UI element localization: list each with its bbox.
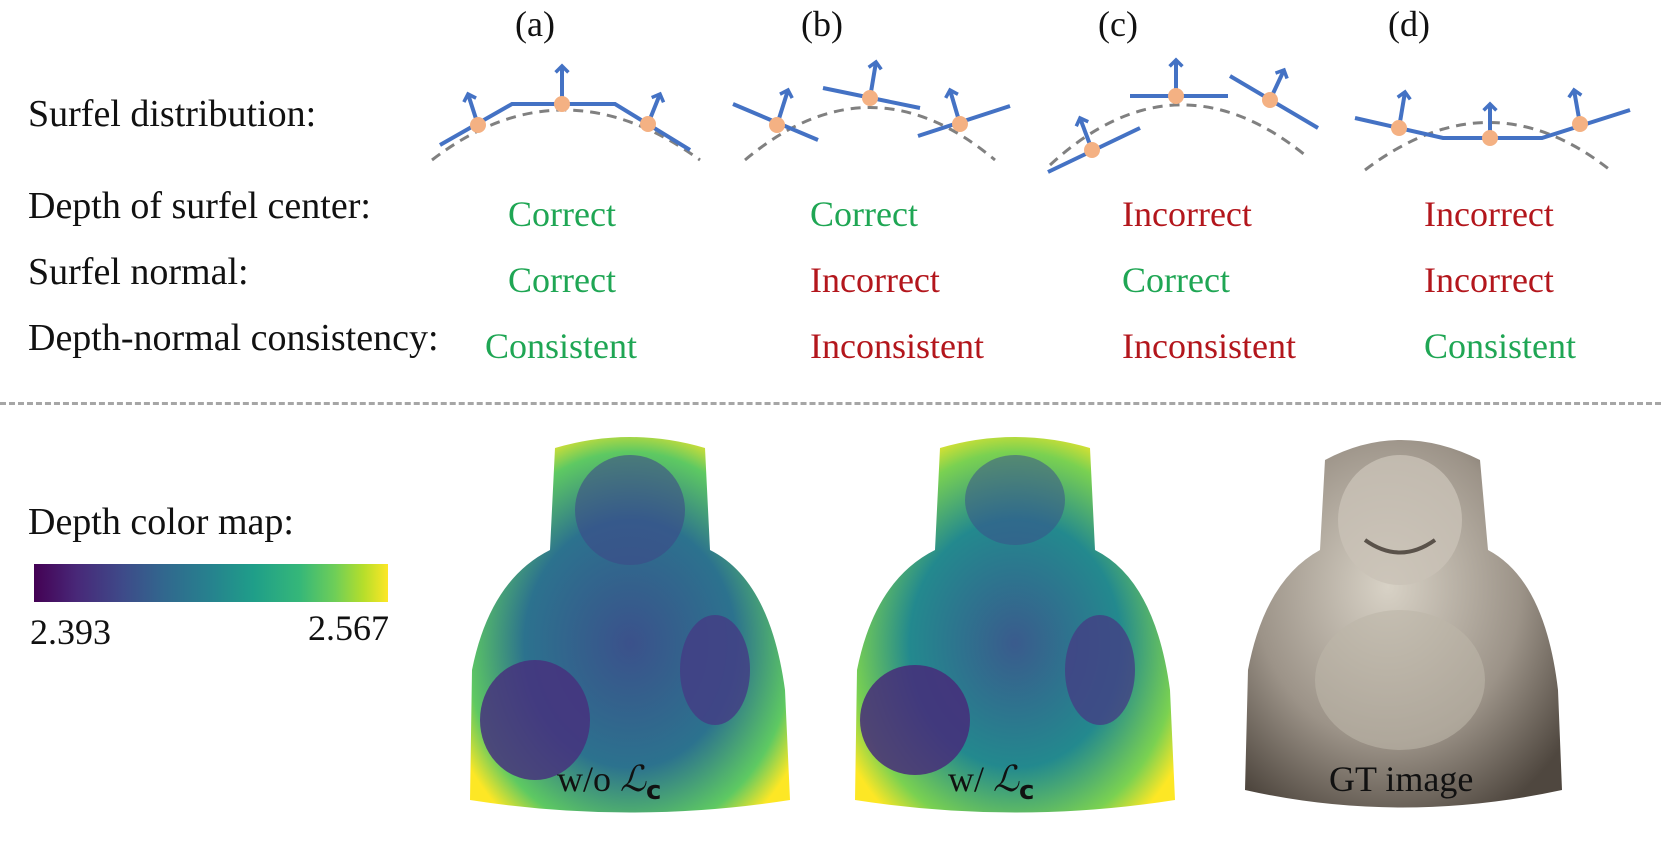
panel-label-a: (a) <box>515 4 555 44</box>
caption-without-text: w/o <box>557 759 620 799</box>
surfel-diagram-d <box>1354 87 1631 172</box>
depth-map-with-loss <box>855 437 1175 813</box>
surfel-diagrams <box>431 57 1631 174</box>
depth-colorbar <box>34 564 388 602</box>
section-divider <box>0 402 1661 405</box>
panel-label-d: (d) <box>1388 4 1430 44</box>
row-label-surfel-distribution: Surfel distribution: <box>28 93 317 135</box>
panel-label-b: (b) <box>801 4 843 44</box>
depth-map-without-loss <box>470 437 790 813</box>
caption-with-loss: w/ ℒc <box>948 757 1035 806</box>
surfel-diagram-c <box>1047 57 1320 174</box>
panel-label-c: (c) <box>1098 4 1138 44</box>
colormap-label: Depth color map: <box>28 501 294 543</box>
status-a-consistency: Consistent <box>485 326 638 366</box>
loss-symbol: ℒ <box>620 759 646 799</box>
status-d-consistency: Consistent <box>1424 326 1577 366</box>
loss-symbol: ℒ <box>993 759 1019 799</box>
colorbar-min-value: 2.393 <box>30 612 111 652</box>
row-label-normal: Surfel normal: <box>28 251 249 293</box>
caption-gt-image: GT image <box>1329 759 1474 799</box>
status-a-normal: Correct <box>508 260 616 300</box>
colorbar-max-value: 2.567 <box>308 608 389 648</box>
status-b-normal: Incorrect <box>810 260 940 300</box>
surfel-diagram-b <box>732 59 1011 162</box>
loss-subscript: c <box>1018 776 1035 806</box>
status-c-depth: Incorrect <box>1122 194 1252 234</box>
status-b-depth: Correct <box>810 194 918 234</box>
status-d-normal: Incorrect <box>1424 260 1554 300</box>
surfel-diagram-a <box>431 63 701 162</box>
caption-with-text: w/ <box>948 759 993 799</box>
gt-buddha-image <box>1245 440 1562 808</box>
loss-subscript: c <box>645 776 662 806</box>
status-d-depth: Incorrect <box>1424 194 1554 234</box>
status-c-consistency: Inconsistent <box>1122 326 1296 366</box>
caption-without-loss: w/o ℒc <box>557 757 662 806</box>
status-a-depth: Correct <box>508 194 616 234</box>
row-label-consistency: Depth-normal consistency: <box>28 317 439 359</box>
status-b-consistency: Inconsistent <box>810 326 984 366</box>
row-label-depth-center: Depth of surfel center: <box>28 185 371 227</box>
status-c-normal: Correct <box>1122 260 1230 300</box>
